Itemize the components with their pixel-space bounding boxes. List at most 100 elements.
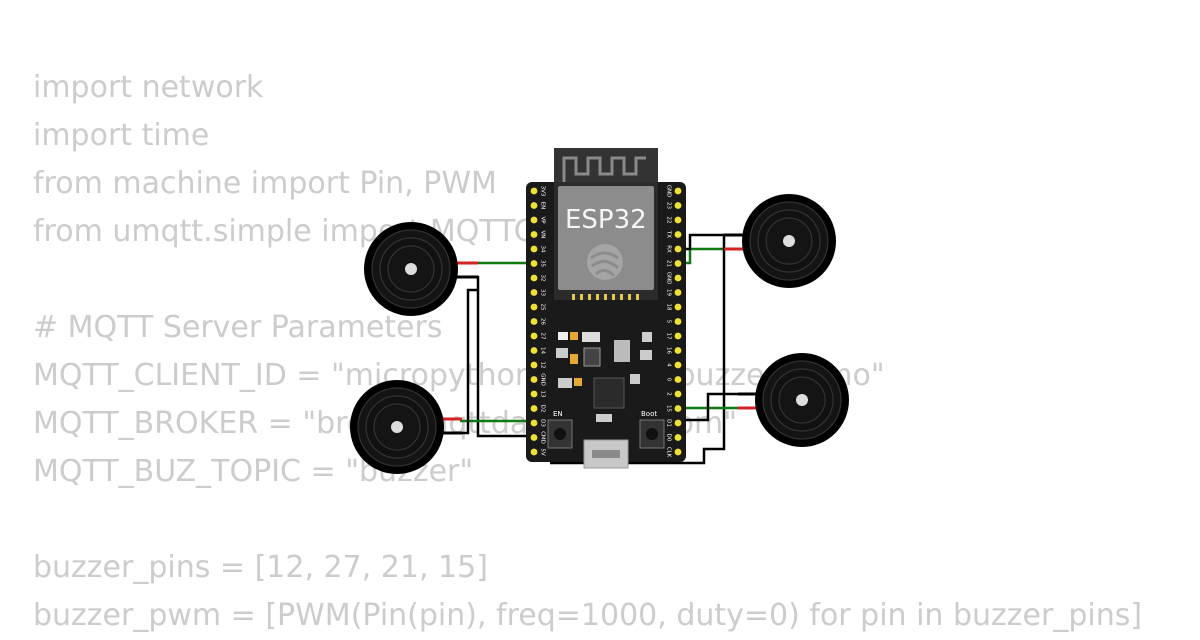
right-pin[interactable]: [674, 216, 682, 224]
code-line: buzzer_pins = [12, 27, 21, 15]: [33, 550, 488, 585]
left-pin[interactable]: [530, 289, 538, 296]
right-pin-label: TX: [666, 230, 672, 238]
right-pin[interactable]: [674, 448, 682, 456]
left-pin[interactable]: [530, 231, 538, 238]
right-pin[interactable]: [674, 347, 682, 354]
right-pin[interactable]: [674, 289, 682, 296]
buzzer-3[interactable]: [742, 194, 836, 288]
right-pin[interactable]: [674, 202, 682, 209]
left-pin-label: 14: [540, 347, 546, 354]
left-pin[interactable]: [530, 274, 538, 282]
buzzer-2[interactable]: [350, 380, 444, 474]
left-pin[interactable]: [530, 448, 538, 456]
left-pin-label: 3V3: [540, 186, 546, 197]
left-pin-header: 3V3ENVPVN343532332526271412GND13D2D3CMD5…: [530, 186, 546, 456]
left-pin-label: 25: [540, 304, 546, 311]
right-pin-label: GND: [666, 272, 672, 285]
wire-buzzer-1-gnd[interactable]: [460, 275, 532, 438]
right-pin[interactable]: [674, 361, 682, 369]
left-pin[interactable]: [530, 434, 538, 441]
right-pin[interactable]: [674, 231, 682, 238]
left-pin-label: 26: [540, 318, 546, 325]
right-pin-label: 19: [666, 289, 672, 296]
right-pin[interactable]: [674, 318, 682, 325]
buzzer-1[interactable]: [364, 222, 458, 316]
right-pin[interactable]: [674, 405, 682, 412]
buzzer-4[interactable]: [755, 353, 849, 447]
right-pin[interactable]: [674, 274, 682, 282]
left-pin[interactable]: [530, 303, 538, 311]
left-pin[interactable]: [530, 216, 538, 224]
left-pin-label: VP: [540, 216, 546, 224]
en-button-label: EN: [553, 410, 563, 418]
right-pin[interactable]: [674, 390, 682, 398]
right-pin[interactable]: [674, 187, 682, 195]
right-pin-label: 5: [666, 320, 672, 324]
left-pin-label: CMD: [540, 431, 546, 444]
right-pin-label: 17: [666, 333, 672, 340]
left-pin-label: 13: [540, 391, 546, 398]
left-pin-label: 32: [540, 275, 546, 282]
wire-buzzer-3-signal[interactable]: [680, 247, 742, 265]
right-pin[interactable]: [674, 419, 682, 427]
boot-button[interactable]: [639, 419, 665, 449]
right-pin-label: 23: [666, 202, 672, 209]
espressif-logo-icon: [587, 244, 623, 280]
right-pin-label: 2: [666, 392, 672, 396]
code-line: import network: [33, 70, 264, 105]
left-pin-label: 12: [540, 362, 546, 369]
buzzer-leads: [443, 233, 756, 435]
right-pin[interactable]: [674, 332, 682, 340]
left-pin-label: D3: [540, 419, 546, 427]
wire-buzzer-3-gnd[interactable]: [550, 233, 726, 465]
left-pin-label: EN: [540, 202, 546, 210]
right-pin[interactable]: [674, 260, 682, 267]
right-pin-label: GND: [666, 185, 672, 198]
left-pin[interactable]: [530, 187, 538, 195]
en-button[interactable]: [547, 419, 573, 449]
right-pin-label: 21: [666, 260, 672, 267]
wire-buzzer-2-signal[interactable]: [460, 392, 534, 423]
antenna-trace-icon: [562, 156, 646, 182]
left-pin[interactable]: [530, 202, 538, 209]
code-line: # MQTT Server Parameters: [33, 310, 443, 345]
left-pin[interactable]: [530, 245, 538, 253]
boot-button-label: Boot: [641, 410, 657, 418]
code-line: import time: [33, 118, 210, 153]
left-pin-label: 27: [540, 333, 546, 340]
right-pin-label: 16: [666, 347, 672, 354]
left-pin[interactable]: [530, 376, 538, 383]
right-pin[interactable]: [674, 303, 682, 311]
right-pin-label: 22: [666, 217, 672, 224]
right-pin[interactable]: [674, 376, 682, 383]
right-pin-label: RX: [666, 245, 672, 253]
left-pin-label: 34: [540, 246, 546, 253]
right-pin[interactable]: [674, 245, 682, 253]
right-pin[interactable]: [674, 434, 682, 441]
left-pin-label: VN: [540, 231, 546, 239]
board-components: [556, 332, 652, 422]
right-pin-label: 15: [666, 405, 672, 412]
wires: [460, 233, 752, 465]
left-pin[interactable]: [530, 318, 538, 325]
left-pin[interactable]: [530, 332, 538, 340]
left-pin[interactable]: [530, 390, 538, 398]
code-line: buzzer_pwm = [PWM(Pin(pin), freq=1000, d…: [33, 598, 1143, 633]
left-pin-label: 5V: [540, 448, 546, 455]
wire-buzzer-2-gnd[interactable]: [460, 288, 478, 435]
left-pin[interactable]: [530, 405, 538, 412]
wire-buzzer-4-gnd[interactable]: [680, 392, 752, 422]
left-pin-label: 35: [540, 260, 546, 267]
right-pin-label: D0: [666, 434, 672, 442]
esp32-board[interactable]: ESP32: [526, 148, 686, 469]
module-castellations: [572, 294, 639, 300]
left-pin[interactable]: [530, 361, 538, 369]
code-line: MQTT_BUZ_TOPIC = "buzzer": [33, 454, 474, 489]
left-pin[interactable]: [530, 347, 538, 354]
left-pin[interactable]: [530, 260, 538, 267]
right-pin-label: 4: [666, 363, 672, 367]
code-line: from machine import Pin, PWM: [33, 166, 497, 201]
left-pin[interactable]: [530, 419, 538, 427]
